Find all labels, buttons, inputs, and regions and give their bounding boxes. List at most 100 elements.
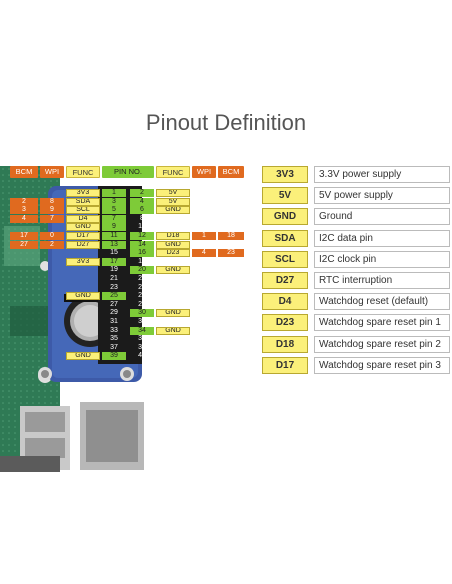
pin-number: 35 — [110, 335, 118, 343]
pin-number: 26 — [138, 292, 146, 300]
pin-number: 22 — [138, 275, 146, 282]
pin-number: 9 — [102, 223, 126, 232]
pin-bcm: 3 — [10, 206, 38, 215]
pin-function: 5V — [156, 189, 190, 197]
pin-bcm: 4 — [10, 214, 38, 223]
header-func-right: FUNC — [156, 166, 190, 178]
pin-number: 37 — [110, 343, 118, 351]
pin-number: 1 — [102, 189, 126, 197]
pin-function: GND — [66, 352, 100, 361]
pin-function: 3V3 — [66, 257, 100, 266]
pin-number: 14 — [130, 240, 154, 249]
legend-badge: 3V3 — [262, 166, 308, 183]
pin-number: 25 — [102, 292, 126, 301]
pin-number: 28 — [138, 300, 146, 308]
pin-function: D4 — [66, 214, 100, 223]
legend-description: RTC interruption — [314, 272, 450, 289]
pin-function: D27 — [66, 240, 100, 249]
legend-badge: D23 — [262, 314, 308, 332]
pin-number: 33 — [110, 326, 118, 334]
legend-description: Watchdog spare reset pin 1 — [314, 314, 450, 332]
pin-number: 34 — [130, 326, 154, 335]
header-func-left: FUNC — [66, 166, 100, 178]
legend-description: Watchdog reset (default) — [314, 293, 450, 311]
pin-number: 5 — [102, 206, 126, 215]
header-wpi-right: WPI — [192, 166, 216, 178]
pin-number: 17 — [102, 257, 126, 266]
pin-bcm: 23 — [218, 249, 244, 258]
pin-function: SCL — [66, 206, 100, 215]
pin-number: 24 — [138, 283, 146, 291]
pin-number: 39 — [102, 352, 126, 361]
legend-badge: 5V — [262, 187, 308, 205]
pin-number: 3 — [102, 197, 126, 206]
pin-number: 4 — [130, 197, 154, 206]
pin-bcm: 18 — [218, 232, 244, 240]
legend-badge: GND — [262, 208, 308, 226]
legend-badge: D18 — [262, 335, 308, 353]
pin-number: 32 — [138, 318, 146, 325]
pin-function: GND — [156, 309, 190, 318]
pin-function: 3V3 — [66, 189, 100, 197]
pin-function: GND — [156, 240, 190, 249]
pin-function: D17 — [66, 232, 100, 240]
pin-number: 27 — [110, 300, 118, 308]
pin-function: GND — [66, 292, 100, 301]
legend-badge: D27 — [262, 272, 308, 289]
pin-function: SDA — [66, 197, 100, 206]
pin-bcm: 17 — [10, 232, 38, 240]
legend-description: 5V power supply — [314, 187, 450, 205]
pin-number: 13 — [102, 240, 126, 249]
pin-wpi: 7 — [40, 214, 64, 223]
legend-description: Ground — [314, 208, 450, 226]
legend-description: I2C clock pin — [314, 250, 450, 268]
header-pin-no: PIN NO. — [102, 166, 154, 178]
pin-function: D23 — [156, 249, 190, 258]
pin-number: 21 — [110, 275, 118, 282]
pin-number: 29 — [110, 309, 118, 317]
pin-number: 20 — [130, 266, 154, 275]
pin-bcm: 27 — [10, 240, 38, 249]
pin-wpi: 8 — [40, 197, 64, 206]
pin-function: 5V — [156, 197, 190, 206]
header-bcm-right: BCM — [218, 166, 244, 178]
legend-badge: SDA — [262, 229, 308, 247]
header-bcm-left: BCM — [10, 166, 38, 178]
pin-number: 19 — [110, 266, 118, 274]
page-title: Pinout Definition — [145, 110, 307, 135]
pin-number: 30 — [130, 309, 154, 318]
pin-number: 2 — [130, 189, 154, 197]
pin-function: GND — [156, 206, 190, 215]
pin-function: D18 — [156, 232, 190, 240]
legend-badge: SCL — [262, 250, 308, 268]
pin-number: 36 — [138, 335, 146, 343]
pin-function: GND — [66, 223, 100, 232]
legend-description: Watchdog spare reset pin 3 — [314, 356, 450, 374]
pin-bcm: 2 — [10, 197, 38, 206]
pin-number: 6 — [130, 206, 154, 215]
pin-function: GND — [156, 266, 190, 275]
header-wpi-left: WPI — [40, 166, 64, 178]
legend-badge: D4 — [262, 293, 308, 311]
pin-number: 31 — [110, 318, 118, 325]
pin-wpi: 4 — [192, 249, 216, 258]
pin-number: 15 — [110, 249, 118, 257]
legend-description: I2C data pin — [314, 229, 450, 247]
pin-number: 10 — [138, 223, 146, 231]
pin-function: GND — [156, 326, 190, 335]
pin-wpi: 2 — [40, 240, 64, 249]
pin-number: 40 — [138, 352, 146, 360]
pin-wpi: 0 — [40, 232, 64, 240]
pin-number: 7 — [102, 214, 126, 223]
pin-number: 23 — [110, 283, 118, 291]
pin-number: 11 — [102, 232, 126, 240]
pin-number: 12 — [130, 232, 154, 240]
pin-number: 8 — [140, 214, 144, 222]
legend-description: Watchdog spare reset pin 2 — [314, 335, 450, 353]
pin-number: 18 — [138, 257, 146, 265]
pin-wpi: 1 — [192, 232, 216, 240]
pin-wpi: 9 — [40, 206, 64, 215]
pin-number: 16 — [130, 249, 154, 258]
pin-number: 38 — [138, 343, 146, 351]
legend-description: 3.3V power supply — [314, 166, 450, 183]
